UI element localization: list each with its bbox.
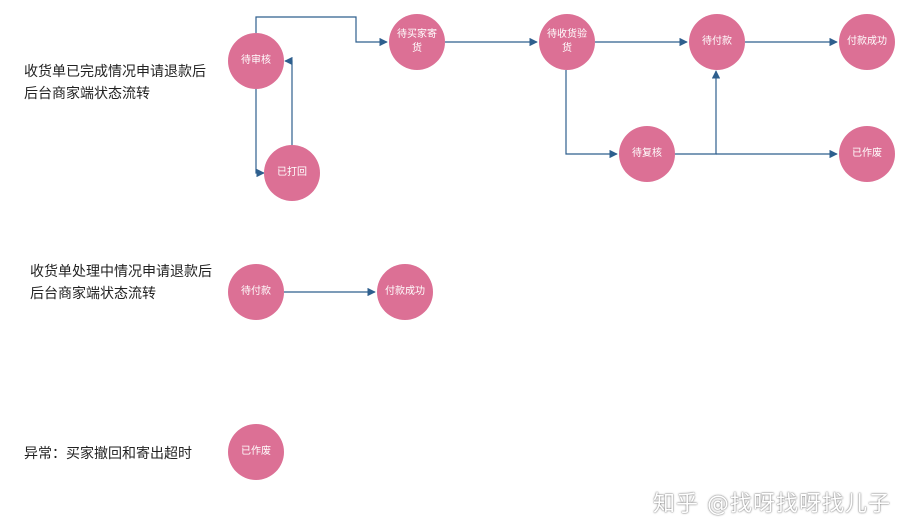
node-s3-voided[interactable]: 已作废 <box>228 424 284 480</box>
node-s1-returned[interactable]: 已打回 <box>264 145 320 201</box>
edge-returned-to-review <box>284 56 293 145</box>
section-2-label-line-2: 后台商家端状态流转 <box>30 286 156 302</box>
node-s1-awaiting-inspection-line-1: 待收货验 <box>547 29 587 40</box>
node-s1-awaiting-inspection[interactable]: 待收货验货 <box>539 14 595 70</box>
section-1-label: 收货单已完成情况申请退款后 后台商家端状态流转 <box>24 61 206 105</box>
node-s1-pending-payment[interactable]: 待付款 <box>689 14 745 70</box>
node-s1-awaiting-buyer-ship[interactable]: 待买家寄货 <box>389 14 445 70</box>
node-s1-pending-review[interactable]: 待审核 <box>228 33 284 89</box>
node-s1-awaiting-buyer-ship-line-2: 货 <box>412 43 422 54</box>
node-s1-awaiting-inspection-line-2: 货 <box>562 43 572 54</box>
section-1-label-line-1: 收货单已完成情况申请退款后 <box>24 64 206 80</box>
section-2-label: 收货单处理中情况申请退款后 后台商家端状态流转 <box>30 261 212 305</box>
node-s1-voided[interactable]: 已作废 <box>839 126 895 182</box>
watermark: 知乎 @找呀找呀找儿子 <box>653 492 891 517</box>
node-s2-pending-payment[interactable]: 待付款 <box>228 264 284 320</box>
edge-inspection-to-recheck <box>565 70 618 159</box>
edge-review-to-returned <box>255 89 265 178</box>
edge-review-to-buyer-ship <box>255 16 388 47</box>
node-s1-pending-recheck[interactable]: 待复核 <box>619 126 675 182</box>
section-1-label-line-2: 后台商家端状态流转 <box>24 86 150 102</box>
edge-recheck-to-payment <box>675 70 721 155</box>
node-s1-payment-success[interactable]: 付款成功 <box>839 14 895 70</box>
node-s1-awaiting-buyer-ship-line-1: 待买家寄 <box>397 29 437 40</box>
section-2-label-line-1: 收货单处理中情况申请退款后 <box>30 264 212 280</box>
section-3-label-line-1: 异常：买家撤回和寄出超时 <box>24 446 192 462</box>
section-3-label: 异常：买家撤回和寄出超时 <box>24 443 192 465</box>
node-s2-payment-success[interactable]: 付款成功 <box>377 264 433 320</box>
